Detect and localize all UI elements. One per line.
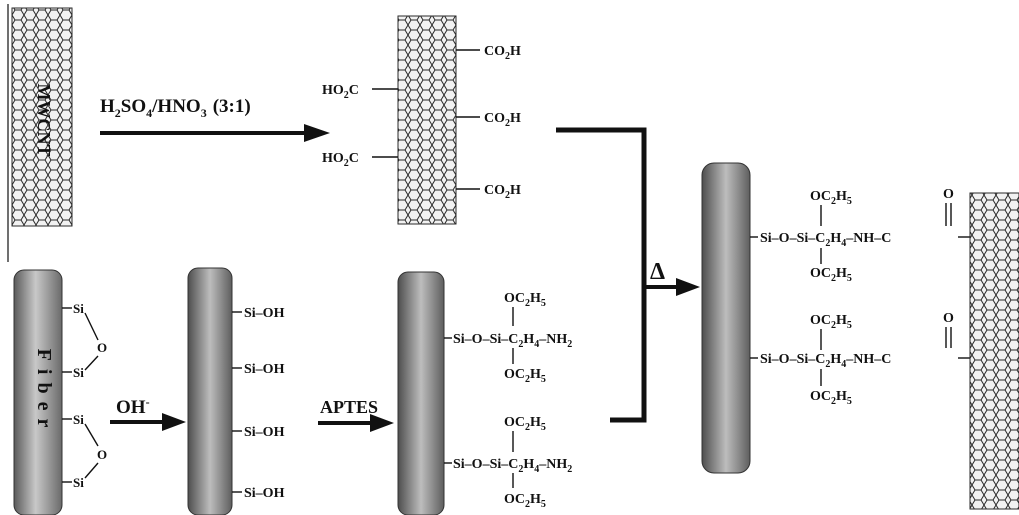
svg-text:OC2H5: OC2H5: [810, 313, 852, 331]
group-co2h-1: CO2H: [484, 44, 521, 62]
product-linkage-2: OC2H5 Si–O–Si–C2H4–NH–C OC2H5 O: [750, 311, 970, 407]
svg-text:Si–O–Si–C2H4–NH2: Si–O–Si–C2H4–NH2: [453, 332, 572, 350]
arrow-hydroxylation: [110, 413, 186, 431]
si-oh-1: Si–OH: [244, 306, 285, 321]
svg-text:OC2H5: OC2H5: [504, 415, 546, 433]
svg-text:O: O: [97, 340, 107, 355]
acid-reagent-label: H2SO4/HNO3(3:1): [100, 96, 251, 120]
hydroxylation-reagent-label: OH-: [116, 395, 150, 418]
svg-text:Si–O–Si–C2H4–NH2: Si–O–Si–C2H4–NH2: [453, 457, 572, 475]
si-oh-4: Si–OH: [244, 486, 285, 501]
group-co2h-2: CO2H: [484, 111, 521, 129]
silanization-reagent-label: APTES: [320, 397, 378, 417]
svg-text:OC2H5: OC2H5: [504, 492, 546, 510]
svg-text:O: O: [97, 447, 107, 462]
group-co2h-3: CO2H: [484, 183, 521, 201]
svg-text:Si: Si: [73, 365, 84, 380]
product-linkage-1: OC2H5 Si–O–Si–C2H4–NH–C OC2H5 O: [750, 187, 970, 284]
heat-symbol: Δ: [650, 259, 665, 285]
si-oh-3: Si–OH: [244, 425, 285, 440]
svg-text:Si: Si: [73, 475, 84, 490]
product-mwcnt: [969, 192, 1019, 510]
mwcnt-oxidized: HO2C HO2C CO2H CO2H CO2H: [322, 15, 521, 225]
svg-text:OC2H5: OC2H5: [504, 291, 546, 309]
fiber-hydroxylated: Si–OH Si–OH Si–OH Si–OH: [187, 267, 285, 515]
carbonyl-o-1: O: [943, 187, 954, 202]
svg-text:Si–O–Si–C2H4–NH–C: Si–O–Si–C2H4–NH–C: [760, 352, 891, 370]
arrow-silanization: [318, 414, 394, 432]
fiber-label: Fiber: [33, 349, 55, 436]
carbonyl-o-2: O: [943, 311, 954, 326]
fiber-silanized: OC2H5 Si–O–Si–C2H4–NH2 OC2H5 OC2H5 Si–O–…: [397, 271, 572, 515]
group-ho2c-1: HO2C: [322, 83, 359, 101]
si-oh-2: Si–OH: [244, 362, 285, 377]
aptes-unit-2: OC2H5 Si–O–Si–C2H4–NH2 OC2H5: [444, 415, 572, 510]
svg-text:OC2H5: OC2H5: [810, 389, 852, 407]
group-ho2c-2: HO2C: [322, 151, 359, 169]
svg-text:Si–O–Si–C2H4–NH–C: Si–O–Si–C2H4–NH–C: [760, 231, 891, 249]
product-fiber: [701, 162, 751, 474]
svg-text:OC2H5: OC2H5: [504, 367, 546, 385]
svg-text:OC2H5: OC2H5: [810, 266, 852, 284]
arrow-acid: [100, 124, 330, 142]
svg-text:H2SO4/HNO3(3:1): H2SO4/HNO3(3:1): [100, 96, 251, 120]
convergence-connector: [556, 127, 700, 423]
aptes-unit-1: OC2H5 Si–O–Si–C2H4–NH2 OC2H5: [444, 291, 572, 385]
svg-text:Si: Si: [73, 412, 84, 427]
mwcnt-pristine: MWCNT: [11, 7, 73, 227]
svg-text:OC2H5: OC2H5: [810, 189, 852, 207]
fiber-raw: Fiber Si O Si Si O Si: [13, 269, 107, 515]
svg-text:Si: Si: [73, 301, 84, 316]
mwcnt-label: MWCNT: [34, 84, 54, 157]
